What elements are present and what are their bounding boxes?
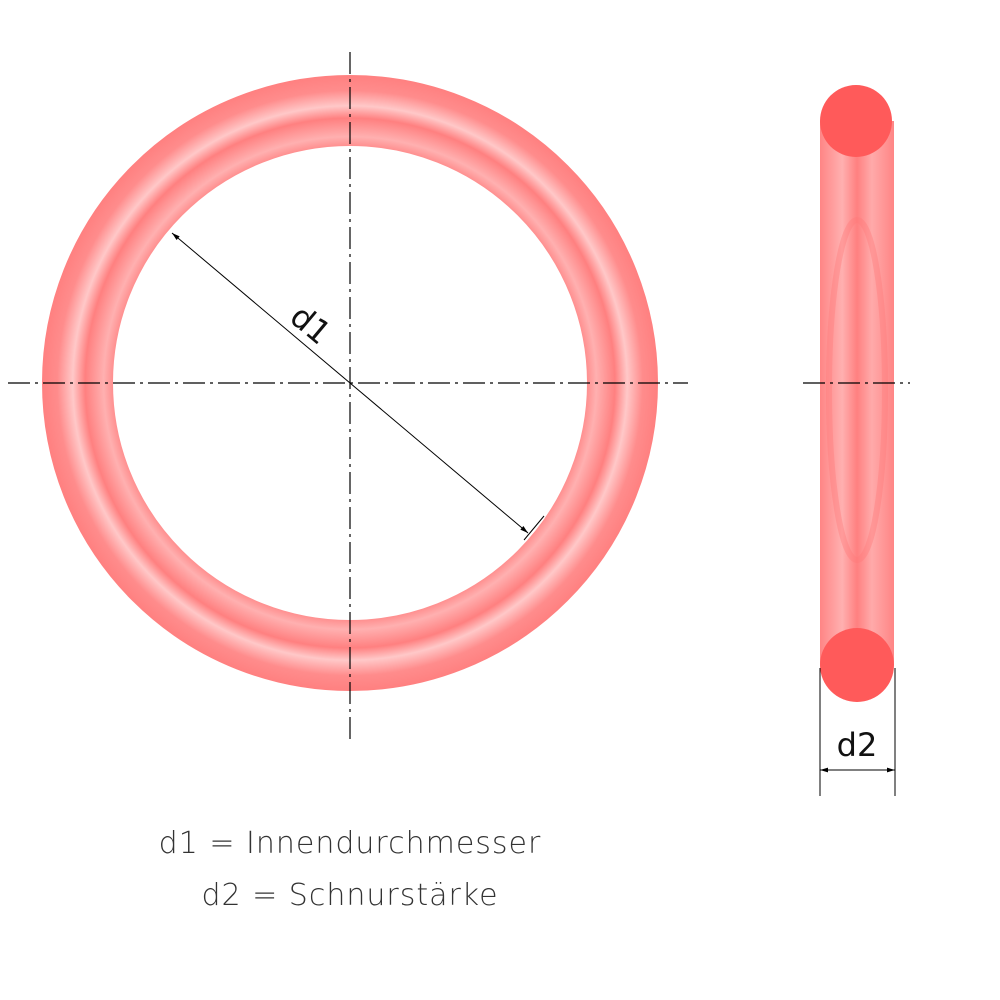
o-ring-side-view — [820, 85, 894, 702]
d1-label: d1 — [283, 297, 339, 352]
cross-section-top — [820, 85, 892, 157]
d2-dimension — [819, 668, 896, 796]
cross-section-bottom — [820, 628, 894, 702]
legend-d1: d1 = Innendurchmesser — [158, 826, 542, 861]
d2-label: d2 — [837, 726, 878, 764]
d1-dimension-line — [171, 232, 529, 534]
legend-d2: d2 = Schnurstärke — [201, 878, 499, 913]
